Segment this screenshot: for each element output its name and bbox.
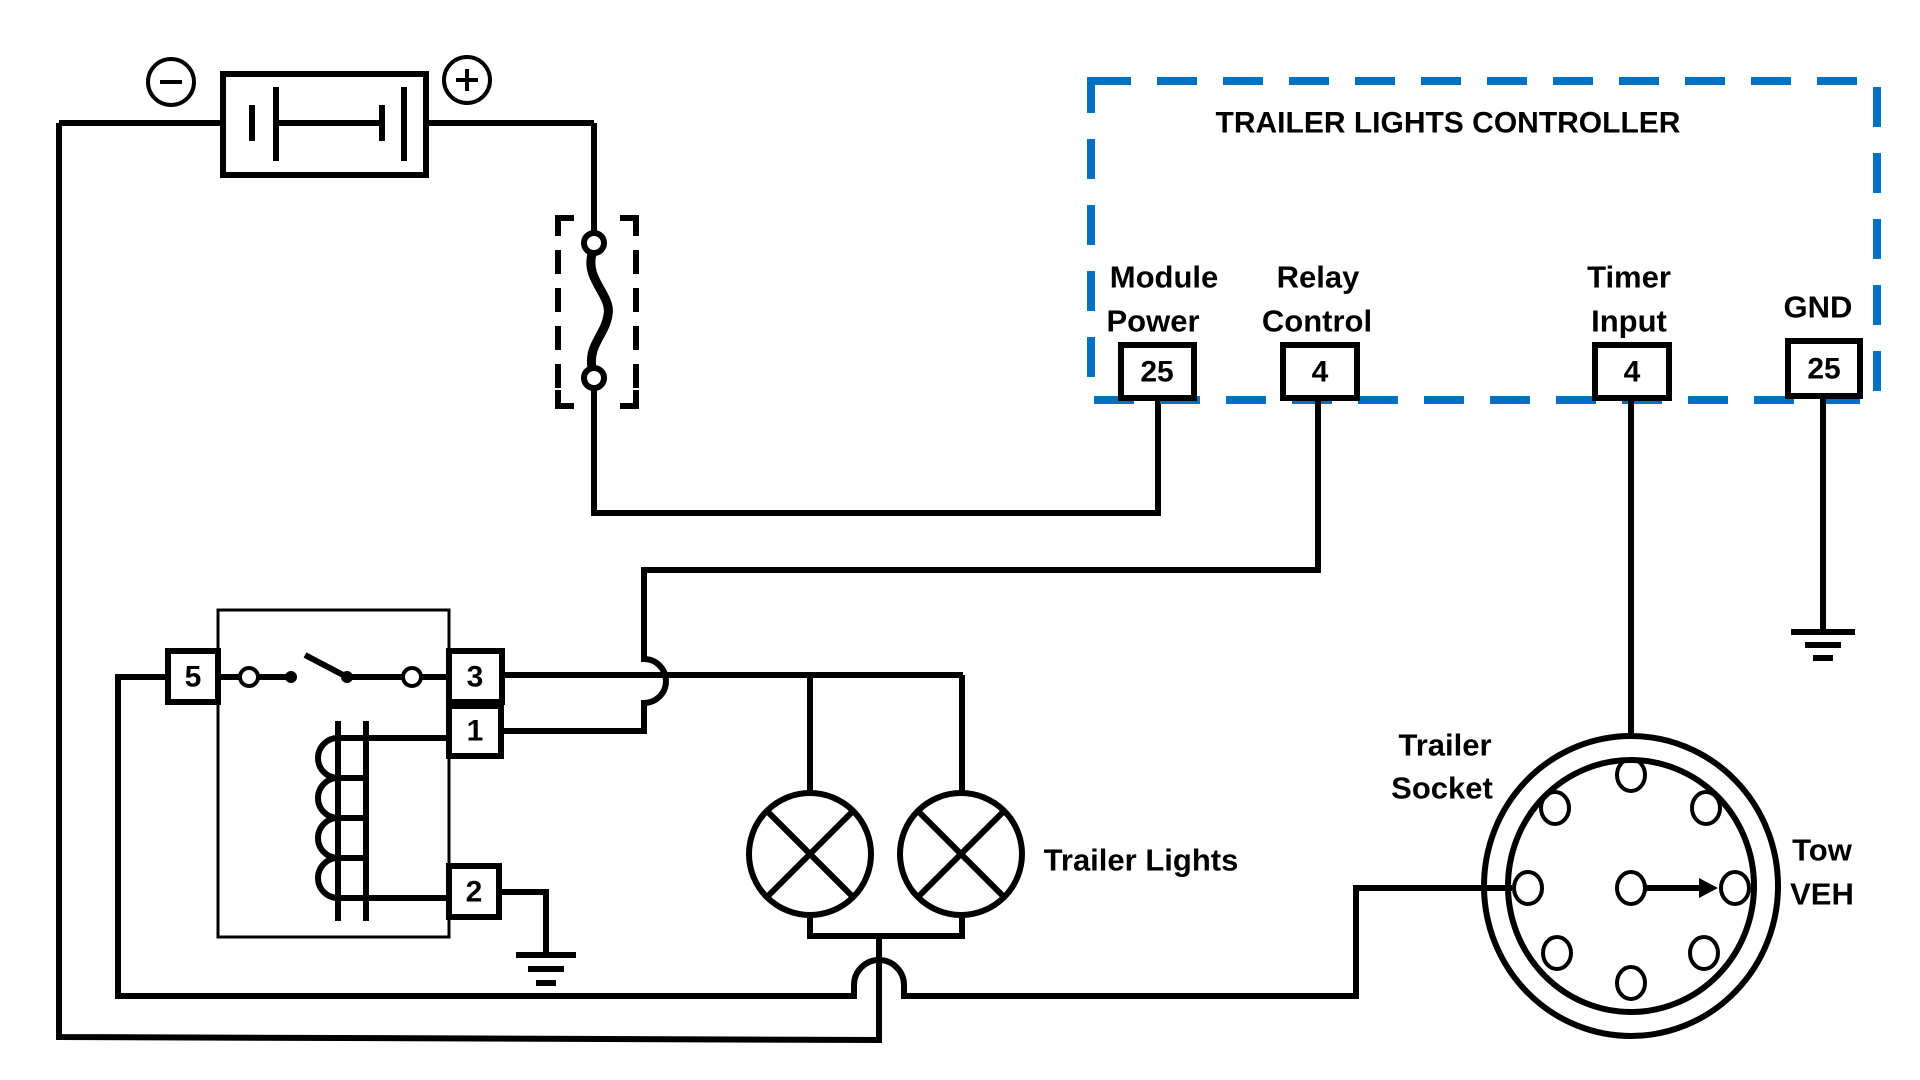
fuse-holder-bracket: [555, 215, 639, 409]
pin-label-power: Power: [1106, 304, 1199, 339]
relay-ground: [499, 889, 576, 986]
relay: 5 3 1 2: [165, 608, 576, 986]
socket-pin-icon: [1690, 790, 1722, 826]
relay-switch-icon: [218, 652, 449, 688]
relay-pin-5: 5: [185, 661, 202, 694]
trailer-lights-label: Trailer Lights: [1044, 843, 1239, 878]
relay-pin-1: 1: [467, 715, 484, 748]
socket-pin-icon: [1615, 757, 1647, 793]
pin-number-relay-control: 4: [1312, 356, 1329, 389]
socket-pin-icon: [1512, 870, 1544, 906]
lamp-icon: [897, 790, 1025, 918]
pin-label-gnd: GND: [1784, 290, 1853, 325]
plus-icon: [442, 55, 492, 105]
socket-pin-icon: [1615, 870, 1647, 906]
arrow-right-icon: [1645, 878, 1718, 898]
pin-label-module: Module: [1110, 260, 1219, 295]
pin-number-gnd: 25: [1807, 353, 1840, 386]
pin-label-input: Input: [1591, 304, 1667, 339]
lamp-icon: [746, 790, 874, 918]
socket-label-line2: Socket: [1391, 771, 1493, 806]
pin-number-module-power: 25: [1140, 356, 1173, 389]
socket-pin-icon: [1539, 790, 1571, 826]
tow-vehicle-label-line2: VEH: [1790, 877, 1854, 912]
relay-pin-2: 2: [466, 876, 483, 909]
pin-label-control: Control: [1262, 304, 1372, 339]
relay-coil-icon: [315, 721, 449, 921]
trailer-lights-controller: TRAILER LIGHTS CONTROLLER Module Power 2…: [1087, 77, 1881, 404]
wire-pin5-to-socket: [115, 674, 1512, 999]
socket-pin-icon: [1615, 965, 1647, 1001]
socket-pin-icon: [1541, 935, 1573, 971]
wire-fuse-to-module-power: [591, 388, 1161, 516]
socket-outer-ring: [1481, 733, 1781, 1039]
pin-label-timer: Timer: [1587, 260, 1671, 295]
relay-housing: [216, 608, 451, 939]
controller-title: TRAILER LIGHTS CONTROLLER: [1216, 107, 1681, 140]
fuse: [555, 123, 1161, 516]
battery: [59, 55, 594, 178]
socket-pins: [1512, 757, 1751, 1001]
controller-ground: [1791, 396, 1855, 661]
fuse-terminal: [581, 230, 607, 256]
socket-pin-icon: [1719, 870, 1751, 906]
minus-icon: [146, 57, 196, 107]
controller-boundary: [1087, 77, 1881, 404]
tow-vehicle-label-line1: Tow: [1792, 833, 1853, 868]
trailer-lights: Trailer Lights: [746, 790, 1239, 939]
pin-box-module-power: [1118, 342, 1197, 401]
wire-lights-to-battery-negative: [56, 123, 882, 1044]
fuse-element: [586, 252, 613, 369]
socket-label-line1: Trailer: [1398, 728, 1491, 763]
relay-pin-3: 3: [467, 661, 484, 694]
pin-label-relay: Relay: [1277, 260, 1360, 295]
socket-pin-icon: [1688, 935, 1720, 971]
trailer-socket: Trailer Socket Tow VEH: [1391, 728, 1854, 1039]
pin-number-timer-input: 4: [1624, 356, 1641, 389]
lamp-return-joiner: [807, 915, 965, 939]
relay-pin-1-box: [446, 703, 504, 759]
wire-relay-control-to-pin1: [501, 398, 1321, 734]
fuse-terminal: [581, 365, 607, 391]
